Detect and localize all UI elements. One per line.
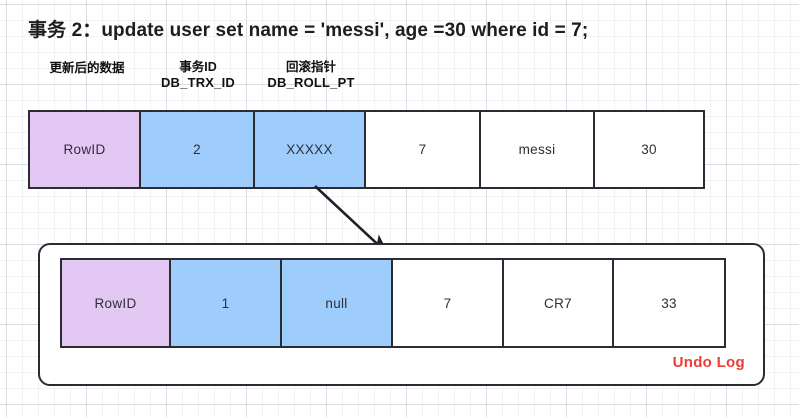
- current-cell-rowid: RowID: [28, 110, 141, 189]
- column-note-updated-data-cn: 更新后的数据: [49, 61, 125, 75]
- current-cell-db-trx-id: 2: [139, 110, 255, 189]
- undo-cell-name: CR7: [502, 258, 614, 348]
- column-note-transaction-id-cn: 事务ID: [179, 60, 217, 74]
- undo-log-label: Undo Log: [672, 354, 745, 371]
- undo-record-row: RowID 1 null 7 CR7 33: [60, 258, 726, 348]
- column-note-transaction-id-en: DB_TRX_ID: [160, 75, 236, 90]
- current-cell-age: 30: [593, 110, 705, 189]
- rollback-pointer-arrow: [314, 185, 389, 255]
- current-cell-name: messi: [479, 110, 595, 189]
- undo-cell-db-roll-pt: null: [280, 258, 393, 348]
- column-note-rollback-pointer-cn: 回滚指针: [285, 60, 336, 74]
- column-note-transaction-id: 事务ID DB_TRX_ID: [141, 60, 255, 90]
- column-note-rollback-pointer: 回滚指针 DB_ROLL_PT: [252, 60, 370, 90]
- diagram-title: 事务 2：update user set name = 'messi', age…: [28, 20, 589, 41]
- undo-cell-db-trx-id: 1: [169, 258, 282, 348]
- current-record-row: RowID 2 XXXXX 7 messi 30: [28, 110, 705, 189]
- undo-cell-id: 7: [391, 258, 504, 348]
- undo-cell-rowid: RowID: [60, 258, 171, 348]
- column-note-rollback-pointer-en: DB_ROLL_PT: [267, 75, 355, 90]
- column-note-updated-data: 更新后的数据: [32, 61, 142, 76]
- undo-cell-age: 33: [612, 258, 726, 348]
